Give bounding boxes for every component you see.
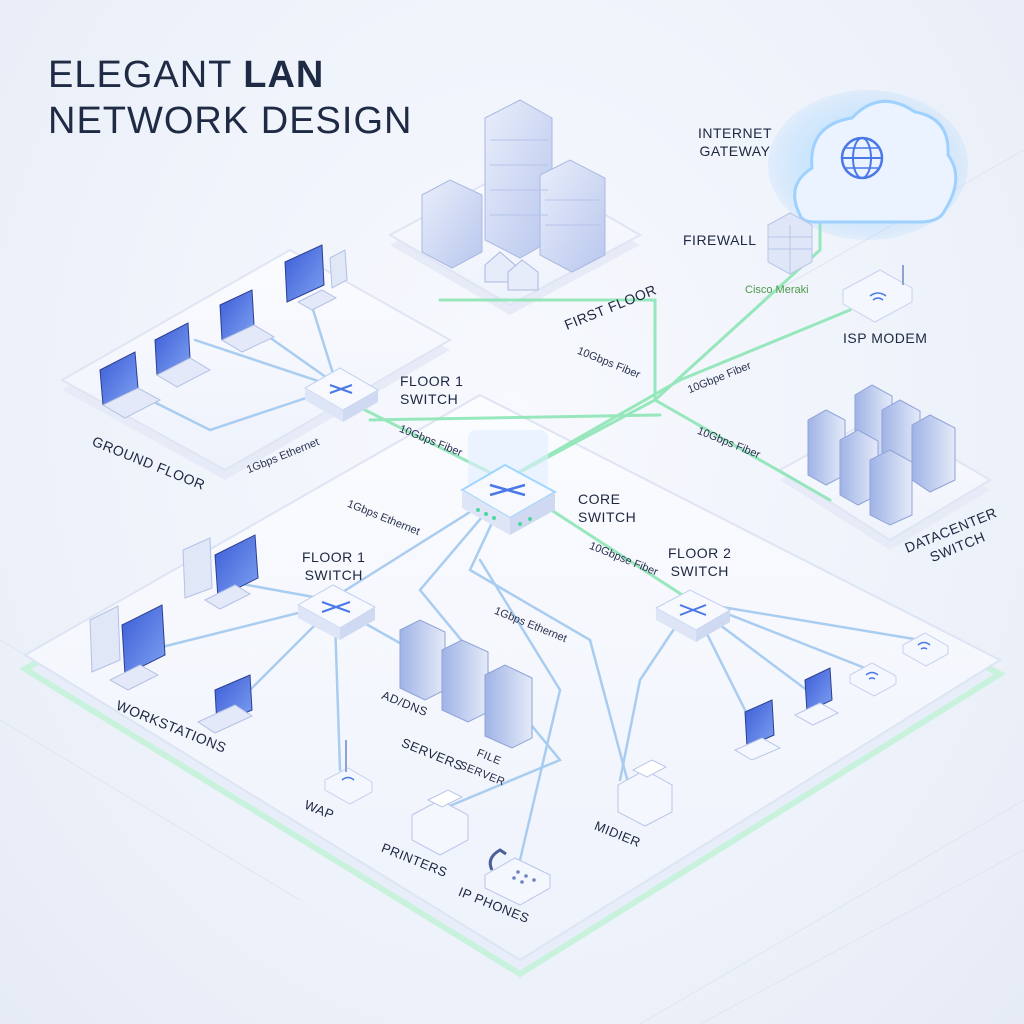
wap-icon (324, 740, 373, 805)
firewall-icon (767, 212, 813, 275)
laptop-icon (196, 674, 254, 734)
server-rack-icon (484, 664, 533, 749)
title-bold: LAN (243, 54, 325, 96)
laptop-icon (219, 289, 276, 353)
core-switch-icon (460, 430, 558, 535)
laptop-icon (154, 322, 212, 388)
server-rack-icon (441, 639, 489, 723)
desktop-computer-icon (284, 244, 348, 311)
laptop-icon (99, 351, 162, 419)
workstation-devices (89, 534, 259, 734)
desktop-computer-icon (182, 534, 259, 610)
office-buildings-icon (421, 99, 606, 291)
floor1-switch-main-icon (296, 584, 377, 640)
desktop-computer-icon (89, 604, 166, 691)
printer-icon (411, 789, 469, 856)
isp-modem-icon (842, 265, 913, 323)
label-firewall: FIREWALL (683, 232, 757, 248)
label-floor1-switch-top: FLOOR 1 SWITCH (400, 373, 464, 407)
diagram-title: ELEGANT LAN NETWORK DESIGN (48, 52, 412, 144)
wifi-device-icon (849, 662, 897, 697)
label-isp-modem: ISP MODEM (843, 330, 928, 346)
server-rack-icon (399, 619, 446, 701)
datacenter-server-racks (807, 384, 956, 526)
ground-floor-laptops (99, 244, 348, 419)
server-rack-icon (869, 449, 913, 526)
server-rack-icon (911, 414, 956, 493)
monitor-icon (793, 667, 840, 726)
label-floor1-switch-main: FLOOR 1 SWITCH (302, 549, 366, 583)
printer-icon (617, 759, 673, 827)
label-floor2-switch: FLOOR 2 SWITCH (668, 545, 732, 579)
title-line2: NETWORK DESIGN (48, 100, 413, 142)
floor2-devices (733, 632, 949, 761)
monitor-icon (733, 699, 782, 761)
title-prefix: ELEGANT (48, 54, 244, 96)
label-internet-gateway: INTERNET GATEWAY (698, 125, 772, 159)
label-core-switch: CORE SWITCH (578, 491, 637, 525)
floor2-switch-icon (654, 589, 732, 642)
server-rack-icon (807, 409, 846, 486)
ip-phone-icon (484, 848, 551, 906)
floor1-switch-top-icon (303, 367, 380, 422)
server-racks (399, 619, 533, 749)
wifi-device-icon (902, 632, 949, 667)
label-cisco-meraki: Cisco Meraki (745, 284, 809, 296)
cloud-icon (768, 90, 968, 240)
